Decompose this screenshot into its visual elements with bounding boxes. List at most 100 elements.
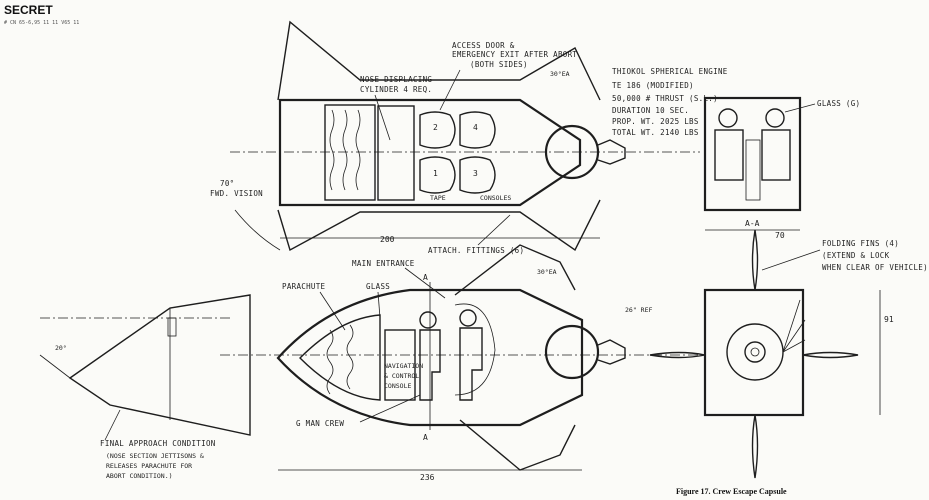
section-aisle [745, 139, 761, 201]
rear-hatching [782, 299, 806, 353]
final-approach-label-4: ABORT CONDITION.) [106, 472, 173, 480]
access-door-label-3: (BOTH SIDES) [470, 60, 528, 69]
seat-number: 3 [473, 169, 478, 178]
engine-label-3: 50,000 # THRUST (S.L.) [612, 94, 718, 103]
seat-number: 4 [473, 123, 478, 132]
main-entrance-label: MAIN ENTRANCE [352, 259, 415, 268]
fwd-vision-label-2: FWD. VISION [210, 189, 263, 198]
fwd-vision-label-1: 70° [220, 179, 234, 188]
top-seats: 2 4 1 3 [419, 111, 496, 194]
section-a-top: A [423, 273, 428, 282]
section-helmet-right [765, 108, 785, 128]
rear-engine-outer [726, 323, 784, 381]
section-helmet-left [718, 108, 738, 128]
dim-26-ref: 26" REF [625, 306, 652, 314]
side-view: A A 236 26" REF [220, 244, 700, 482]
glass-label: GLASS [366, 282, 390, 291]
top-bulkhead [377, 105, 415, 201]
attach-fittings-leader [477, 214, 511, 246]
seat-1 [419, 156, 456, 194]
access-door-label-1: ACCESS DOOR & [452, 41, 515, 50]
folding-fins-leader [761, 249, 821, 271]
navigation-label-3: CONSOLE [384, 382, 411, 390]
top-body-outline [278, 98, 582, 207]
section-seat-left [714, 129, 744, 181]
engine-label-5: PROP. WT. 2025 LBS [612, 117, 699, 126]
nose-displacing-label-2: CYLINDER 4 REQ. [360, 85, 432, 94]
folding-fins-label-3: WHEN CLEAR OF VEHICLE) [822, 263, 928, 272]
top-nose-section [324, 104, 376, 201]
glass-g-leader [784, 103, 816, 113]
parachute-leader [319, 291, 346, 331]
top-fin-outline-upper [277, 20, 601, 101]
fwd-vision-arc [234, 209, 281, 251]
parachute-label: PARACHUTE [282, 282, 326, 291]
callouts: NOSE DISPLACING CYLINDER 4 REQ. ACCESS D… [100, 41, 928, 480]
side-crew-figures [419, 303, 496, 401]
classification-mark: SECRET [4, 3, 53, 17]
top-fin-outline-lower [277, 199, 601, 252]
side-fin-lower [459, 419, 576, 471]
section-seat-right [761, 129, 791, 181]
glass-g-label: GLASS (G) [817, 99, 860, 108]
seat-number: 1 [433, 169, 438, 178]
nose-displacing-label-1: NOSE DISPLACING [360, 75, 432, 84]
top-engine-nozzle [597, 139, 626, 165]
fin-right [802, 351, 859, 359]
tape-label: TAPE [430, 194, 446, 202]
navigation-label-2: & CONTROL [384, 372, 419, 380]
engine-label-4: DURATION 10 SEC. [612, 106, 689, 115]
figure-caption: Figure 17. Crew Escape Capsule [676, 487, 787, 496]
side-console [384, 329, 416, 401]
final-approach-view: 20° [39, 294, 251, 436]
engine-label-6: TOTAL WT. 2140 LBS [612, 128, 699, 137]
dim-200: 200 [380, 235, 395, 244]
seat-back-contour [454, 303, 496, 396]
angle-label-bottom: 30°EA [537, 268, 557, 276]
seat-3 [459, 156, 496, 194]
detached-nose-outline [68, 294, 251, 436]
final-approach-label-3: RELEASES PARACHUTE FOR [106, 462, 192, 470]
engine-label-1: THIOKOL SPHERICAL ENGINE [612, 67, 728, 76]
detached-nose-cylinder [167, 317, 177, 337]
side-engine-sphere [544, 324, 600, 380]
engine-label-2: TE 186 (MODIFIED) [612, 81, 694, 90]
fin-left [649, 351, 706, 359]
approach-angle-line [39, 354, 71, 379]
section-a-bottom: A [423, 433, 428, 442]
section-aa-frame [703, 96, 802, 212]
consoles-label: CONSOLES [480, 194, 511, 202]
crew-body [419, 329, 441, 401]
rear-engine-inner [744, 341, 766, 363]
dim-91: 91 [884, 315, 894, 324]
final-approach-label-2: (NOSE SECTION JETTISONS & [106, 452, 204, 460]
crew-leader [359, 394, 421, 423]
side-parachute-folds [326, 324, 354, 395]
side-fin-upper [454, 244, 576, 296]
seat-2 [419, 111, 456, 149]
access-door-leader [439, 69, 461, 111]
final-approach-leader [104, 409, 121, 441]
side-body-outline [276, 288, 584, 427]
crew-helmet [419, 311, 437, 329]
seat-number: 2 [433, 123, 438, 132]
folding-fins-label-1: FOLDING FINS (4) [822, 239, 899, 248]
rear-view-frame [703, 288, 805, 417]
seat-4 [459, 111, 496, 149]
glass-leader [377, 291, 381, 319]
crew-helmet [459, 309, 477, 327]
rear-view: 91 [649, 229, 894, 479]
fin-upper [751, 229, 759, 291]
rear-engine-center [750, 347, 760, 357]
dim-236: 236 [420, 473, 435, 482]
folding-fins-label-2: (EXTEND & LOCK [822, 251, 890, 260]
crew-body [459, 327, 483, 401]
section-aa-label: A-A [745, 219, 760, 228]
nose-displacing-leader [374, 94, 391, 141]
document-code: # CN 65-6,95 11 11 V65 11 [4, 20, 79, 26]
fin-lower [751, 414, 759, 479]
top-view: 2 4 1 3 200 [230, 20, 700, 252]
section-aa-view: A-A 70 [703, 96, 802, 240]
